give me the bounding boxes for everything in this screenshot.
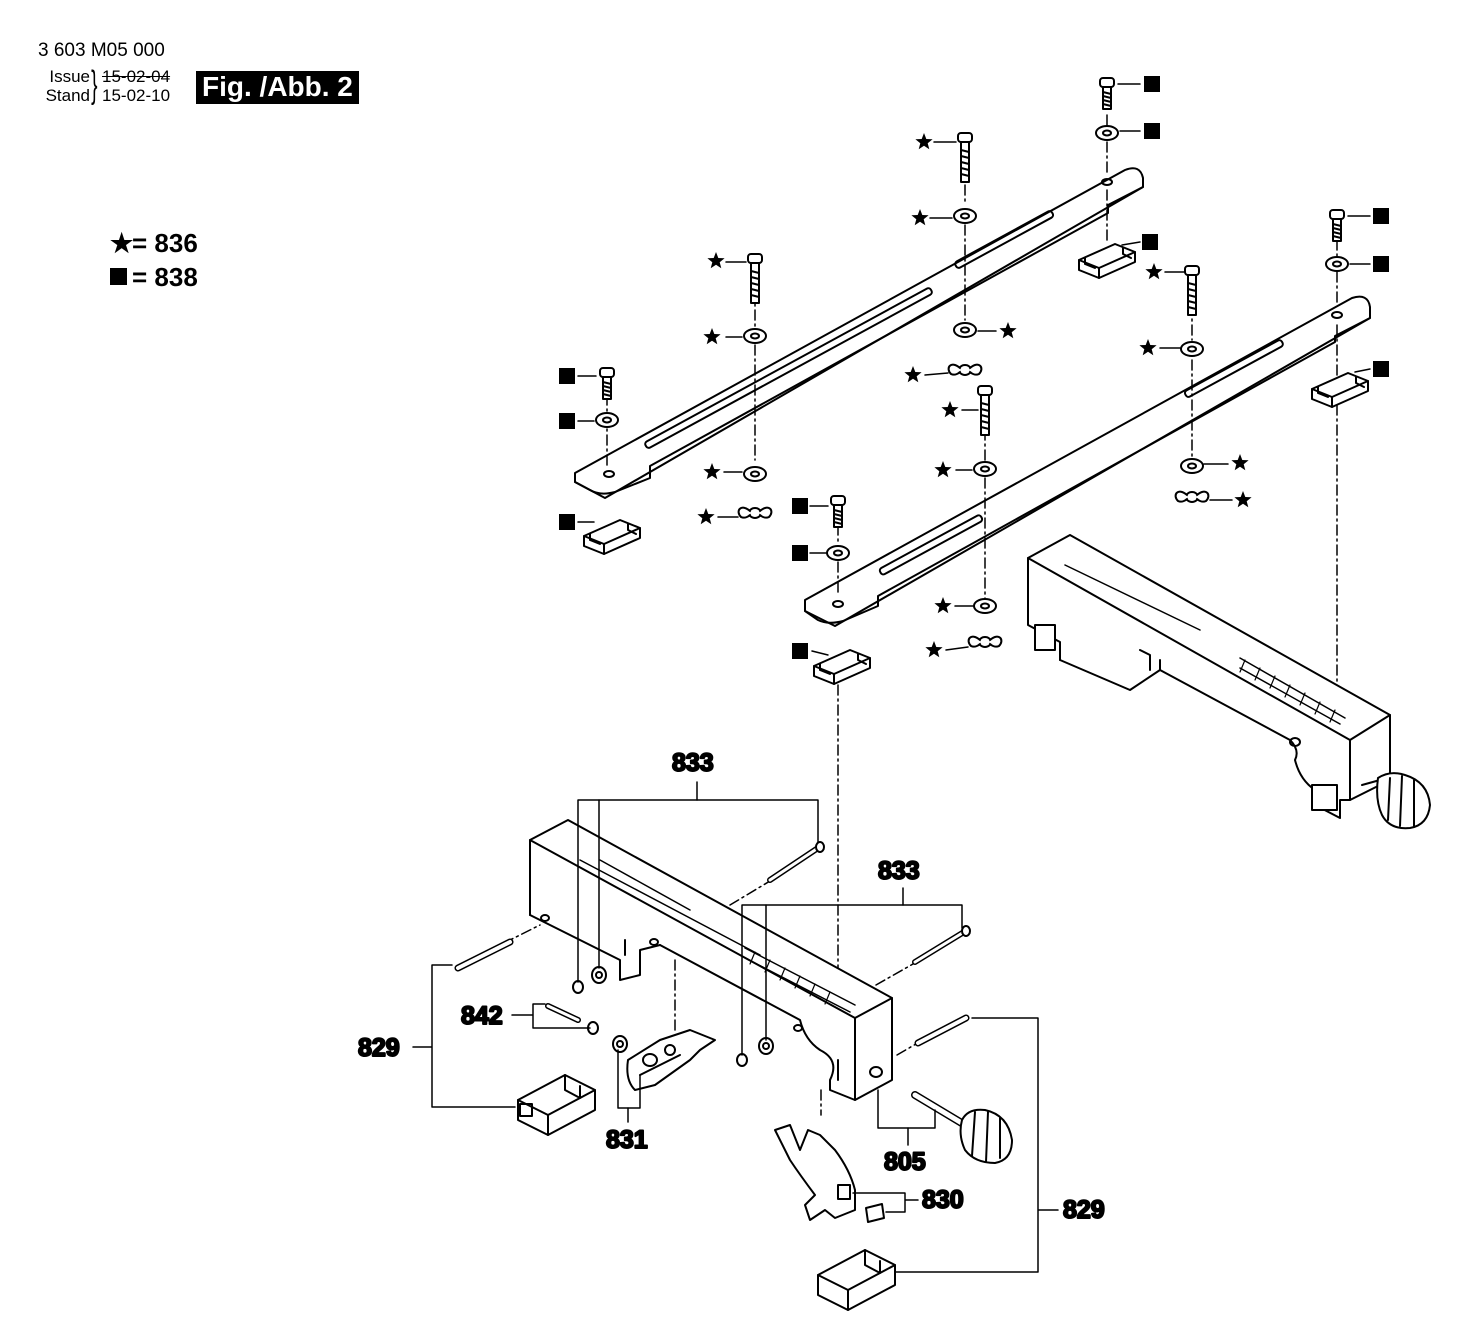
extension-housing-upper bbox=[1027, 534, 1431, 830]
issue-stand-dates: 15-02-04 15-02-10 bbox=[102, 67, 170, 105]
legend-star-text: = 836 bbox=[132, 228, 198, 258]
bracket-831 bbox=[626, 1029, 716, 1091]
issue-label: Issue bbox=[49, 67, 90, 86]
figure-label: Fig. /Abb. 2 bbox=[196, 71, 359, 104]
small-hardware bbox=[545, 966, 774, 1067]
legend-square-text: = 838 bbox=[132, 262, 198, 292]
long-pins bbox=[767, 841, 971, 965]
brace-glyph: } bbox=[91, 64, 98, 106]
main-housing-lower bbox=[529, 819, 893, 1101]
legend-square-row: = 838 bbox=[110, 262, 198, 293]
part-label-833-a: 833 bbox=[672, 749, 714, 777]
part-label-833-b: 833 bbox=[878, 857, 920, 885]
square-icon bbox=[110, 262, 132, 293]
stand-date: 15-02-10 bbox=[102, 86, 171, 105]
dowel-pins bbox=[454, 938, 970, 1047]
knob-screw-805 bbox=[911, 1091, 1013, 1164]
document-number: 3 603 M05 000 bbox=[38, 40, 165, 61]
part-label-829-right: 829 bbox=[1063, 1196, 1105, 1224]
part-label-830: 830 bbox=[922, 1186, 964, 1214]
stand-label: Stand bbox=[45, 86, 90, 105]
callout-leaders bbox=[412, 781, 1059, 1273]
part-label-831: 831 bbox=[606, 1126, 648, 1154]
rail-upper-left bbox=[574, 167, 1144, 499]
legend-star-row: ★= 836 bbox=[110, 228, 198, 259]
marker-leaders bbox=[577, 83, 1371, 656]
issue-date: 15-02-04 bbox=[102, 67, 171, 86]
part-label-829-left: 829 bbox=[358, 1034, 400, 1062]
star-icon: ★ bbox=[110, 228, 134, 258]
part-label-842: 842 bbox=[461, 1002, 503, 1030]
clamp-lever-830 bbox=[774, 1124, 885, 1223]
issue-stand-labels: Issue Stand bbox=[40, 67, 90, 105]
u-clips bbox=[517, 1074, 896, 1311]
part-label-805: 805 bbox=[884, 1148, 926, 1176]
assembly-lines bbox=[485, 114, 1338, 1116]
